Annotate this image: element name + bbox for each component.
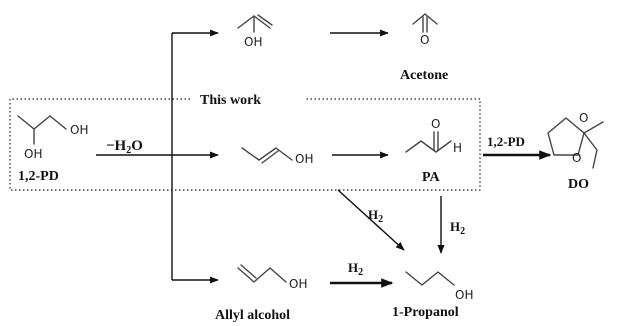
acetone-label: Acetone bbox=[400, 68, 448, 83]
propanediol-label: 1,2-PD bbox=[18, 169, 59, 184]
h2-vertical-label: H2 bbox=[450, 219, 465, 237]
prop-1-en-1-ol-structure: OH bbox=[241, 147, 313, 166]
prop-1-en-2-ol-structure: OH bbox=[237, 14, 273, 49]
dioxolane-structure: O O bbox=[547, 111, 604, 169]
propanal-o: O bbox=[431, 117, 440, 131]
propanol-structure: OH bbox=[405, 271, 473, 302]
this-work-label: This work bbox=[200, 93, 261, 108]
propanol-label: 1-Propanol bbox=[392, 305, 459, 320]
allyl-alcohol-label: Allyl alcohol bbox=[215, 308, 290, 323]
enol-oh: OH bbox=[244, 35, 262, 49]
propanal-h: H bbox=[453, 141, 462, 155]
propenol-oh: OH bbox=[295, 152, 313, 166]
do-o-top: O bbox=[579, 111, 588, 125]
propanal-label: PA bbox=[422, 170, 441, 185]
allyl-alcohol-structure: OH bbox=[237, 264, 307, 291]
propanediol-structure: OH OH bbox=[17, 115, 88, 161]
acetone-structure: O bbox=[412, 13, 438, 47]
pd-oh-top: OH bbox=[70, 123, 88, 137]
h2-diagonal-label: H2 bbox=[368, 207, 383, 225]
acetone-o: O bbox=[420, 33, 429, 47]
propanol-oh: OH bbox=[455, 288, 473, 302]
h2-bottom-label: H2 bbox=[348, 260, 363, 278]
this-work-box bbox=[9, 98, 481, 191]
pd-oh-bottom: OH bbox=[24, 147, 42, 161]
ketalization-label: 1,2-PD bbox=[487, 134, 525, 149]
dioxolane-label: DO bbox=[568, 177, 589, 192]
hydrogenation-diagonal-arrow bbox=[337, 189, 405, 251]
allyl-oh: OH bbox=[289, 277, 307, 291]
dehydration-label: −H2O bbox=[106, 138, 143, 156]
propanal-structure: O H bbox=[405, 117, 462, 155]
do-o-bottom: O bbox=[572, 151, 581, 165]
